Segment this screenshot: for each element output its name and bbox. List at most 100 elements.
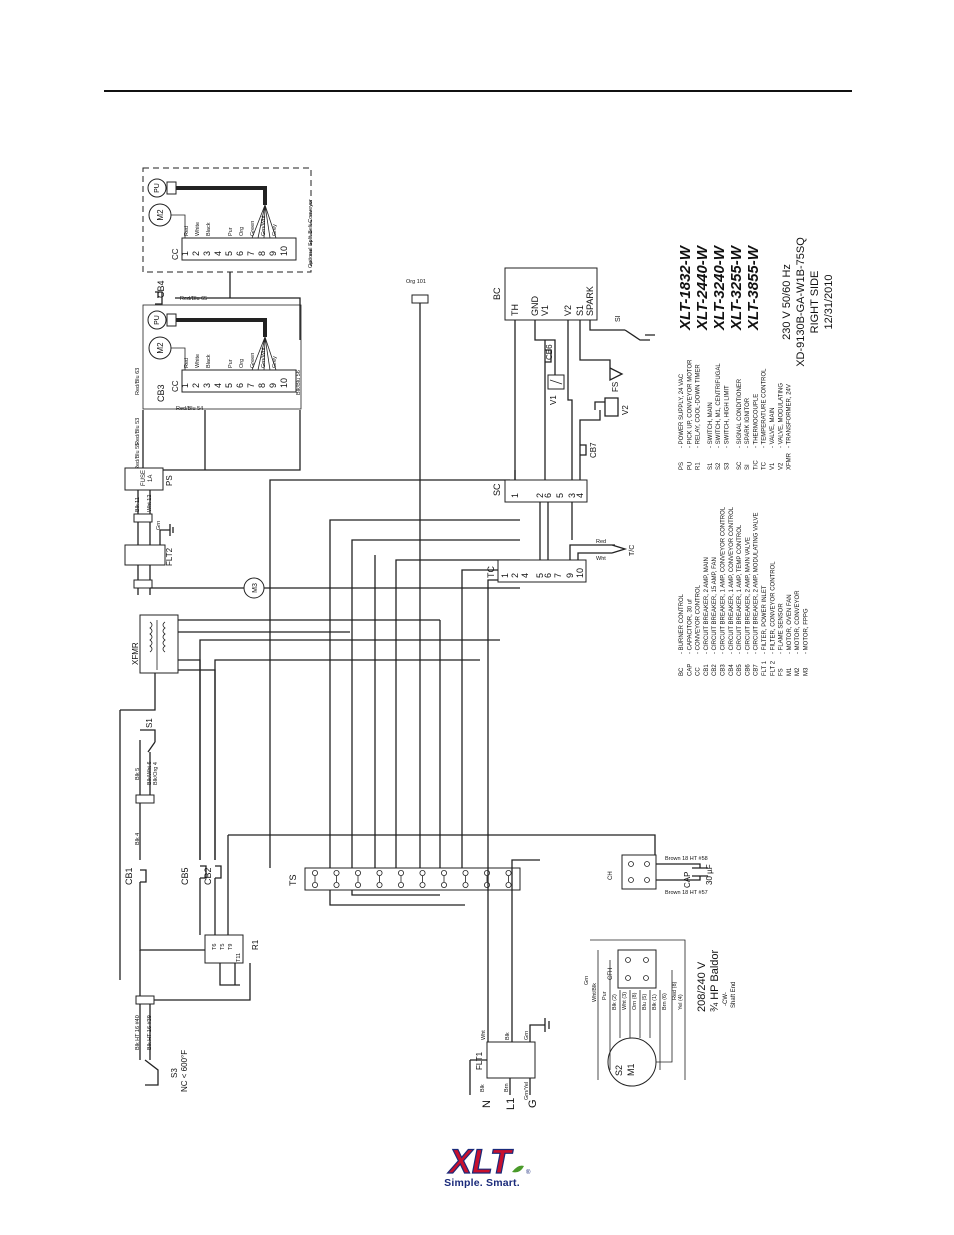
legend-left-code-11: FLT 2	[770, 660, 776, 676]
conveyor-frame-mid	[142, 304, 302, 410]
wire-blk-ht-39: Blk HT 16 #39	[147, 1015, 153, 1050]
tc-pin-0: 1	[500, 573, 510, 578]
legend-right-desc-4: - SWITCH, M1, CENTRIFUGAL	[716, 363, 722, 448]
cfh-dot-4	[643, 975, 649, 981]
s3-switch	[144, 1059, 159, 1086]
cb4-symbol	[155, 291, 163, 305]
cc-top-pins-pin-7: 8	[257, 251, 267, 256]
s3-rating: NC < 600°F	[180, 1050, 189, 1092]
legend-left-code-0: BC	[679, 667, 685, 676]
legend-left-desc-1: - CAPACITOR, 30 uf	[687, 599, 693, 654]
cc-top-pins-pin-4: 5	[224, 251, 234, 256]
cc-mid-pins-wire-4: Pur	[228, 359, 234, 368]
motor-spec-shaft: Shaft End	[731, 982, 737, 1008]
legend-right-code-6: SC	[737, 461, 743, 470]
legend-left-desc-12: - FLAME SENSOR	[779, 603, 785, 654]
connector-3	[135, 794, 155, 804]
cb6-label: CB6	[545, 344, 554, 360]
legend-left-desc-8: - CIRCUIT BREAKER, 2 AMP, MAIN VALVE	[745, 537, 751, 654]
tc-pin-6: 9	[565, 573, 575, 578]
ts-terminal-b-1	[333, 882, 340, 889]
bc-terminal-0: TH	[510, 304, 520, 316]
sc-pin-4: 5	[555, 493, 565, 498]
motor-spec-hp: ¾ HP Baldor	[709, 949, 721, 1012]
wire-blk-blu-56: Blk/Blu 56	[296, 370, 302, 395]
cc-top-pins-pin-9: 10	[279, 246, 289, 256]
wire-bc	[514, 320, 625, 480]
cc-mid-pins-pin-3: 4	[213, 383, 223, 388]
r1-t9: T9	[228, 944, 234, 950]
legend-right-code-0: PS	[679, 462, 685, 470]
m1-label: M1	[626, 1063, 636, 1076]
pu-mid-label: PU	[154, 315, 161, 325]
cc-top-pins-pin-3: 4	[213, 251, 223, 256]
pu-mid-connector	[166, 313, 177, 327]
model-3: XLT-3240-W	[711, 244, 728, 331]
legend-left-code-12: FS	[779, 668, 785, 676]
pu-top-label: PU	[154, 183, 161, 193]
legend-right-desc-7: - SPARK IGNITOR	[745, 397, 751, 448]
legend-left-code-15: M3	[804, 667, 810, 676]
legend-left-code-13: M1	[787, 667, 793, 676]
xfmr-box	[139, 614, 179, 674]
legend-left-desc-3: - CIRCUIT BREAKER, 2 AMP, MAIN	[704, 557, 710, 654]
ts-terminal-b-4	[397, 882, 404, 889]
cc-mid-label: CC	[171, 380, 180, 392]
cc-mid-pins-pin-1: 2	[191, 383, 201, 388]
ch-block	[621, 854, 657, 890]
flt2-ground	[159, 524, 174, 545]
cap-symbol	[656, 863, 708, 881]
wire-red-blu-55: Red/Blu 55	[135, 443, 141, 470]
cc-top-pins-wire-4: Pur	[228, 227, 234, 236]
ps-fuse-label: FUSE	[141, 470, 147, 486]
cfh-dot-3	[625, 975, 631, 981]
legend-left-desc-10: - FILTER, POWER INLET	[762, 585, 768, 654]
s2-label: S2	[614, 1065, 624, 1076]
leaf-icon	[512, 1165, 524, 1173]
bc-terminal-2: V1	[540, 305, 550, 316]
m1-motor	[607, 1037, 657, 1087]
r1-relay	[204, 934, 244, 964]
cc-mid-pins-pin-2: 3	[202, 383, 212, 388]
connector-1	[133, 513, 153, 523]
ts-terminal-8	[483, 870, 490, 877]
ch-label: CH	[608, 871, 614, 880]
legend-left-code-6: CB4	[729, 664, 735, 676]
ps-label: PS	[165, 475, 174, 486]
motor-spec-voltage: 208/240 V	[696, 961, 708, 1012]
m1-leads	[590, 939, 686, 1080]
ts-terminal-5	[419, 870, 426, 877]
cc-top-pins-wire-5: Org	[239, 227, 245, 236]
cc-top-pins-wire-1: White	[195, 222, 201, 236]
pu-top-cable	[176, 186, 267, 205]
wire-cb	[139, 834, 656, 951]
legend-left-code-9: CB7	[754, 664, 760, 676]
m2-mid-label: M2	[156, 342, 165, 354]
ts-terminal-9	[505, 870, 512, 877]
cc-top-pins-wire-7: Grn/Wht	[261, 215, 267, 236]
inlet-grn-yel: Grn/Yel	[524, 1082, 530, 1100]
cc-mid	[181, 369, 297, 393]
logo-wordmark: XLT	[447, 1143, 514, 1178]
cfh-block	[617, 949, 657, 989]
sc-label: SC	[492, 483, 502, 496]
xfmr-coils	[149, 620, 166, 670]
motor-spec-rotation: -CW-	[723, 992, 729, 1006]
r1-t5: T5	[220, 944, 226, 950]
wire-red-blu-54: Red/Blu 54	[176, 406, 203, 412]
legend-left-desc-13: - MOTOR, OVEN FAN	[787, 594, 793, 654]
sc-pin-0: 1	[510, 493, 520, 498]
cb3-label: CB3	[156, 384, 166, 402]
bc-terminal-1: GND	[530, 296, 540, 317]
ts-terminal-1	[333, 870, 340, 877]
wire-r1	[150, 963, 251, 1001]
wire-blk-5: Blk 5	[135, 768, 141, 780]
cb5-symbol	[200, 865, 207, 879]
legend-left-code-8: CB6	[745, 664, 751, 676]
cc-top-pins-wire-6: Green	[250, 221, 256, 236]
logo-tagline: Simple. Smart.	[444, 1177, 520, 1189]
legend-right-desc-9: - TEMPERATURE CONTROL	[762, 368, 768, 448]
tc-pin-7: 10	[575, 568, 585, 578]
